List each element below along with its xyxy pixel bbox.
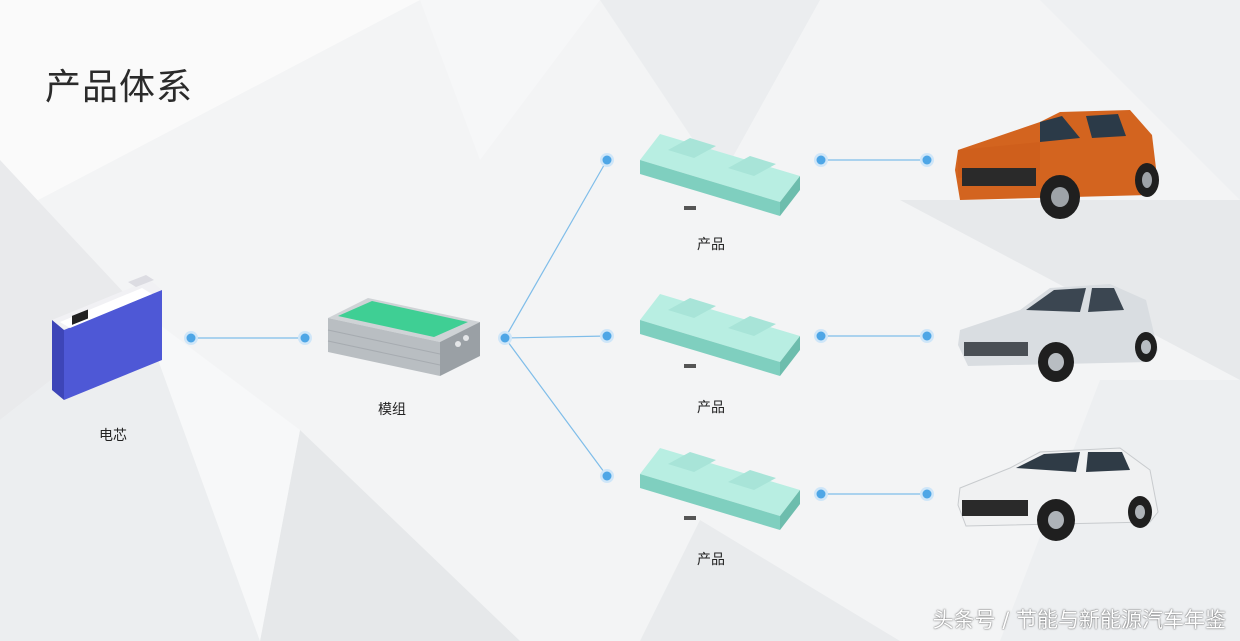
watermark: 头条号 / 节能与新能源汽车年鉴 bbox=[932, 608, 1226, 632]
connector-dots bbox=[184, 153, 934, 501]
connectors bbox=[191, 159, 927, 495]
pack-label-1: 产品 bbox=[697, 237, 725, 253]
connector-dot bbox=[814, 153, 828, 167]
connector-dot bbox=[920, 329, 934, 343]
battery-cell-image bbox=[52, 275, 162, 400]
cell-label: 电芯 bbox=[99, 428, 127, 444]
vehicle-image-2 bbox=[958, 284, 1158, 382]
battery-pack-image-2 bbox=[640, 294, 800, 376]
module-label: 模组 bbox=[378, 402, 406, 418]
pack-label-3: 产品 bbox=[697, 552, 725, 568]
connector-dot bbox=[184, 331, 198, 345]
vehicle-image-1 bbox=[955, 110, 1159, 219]
vehicle-image-3 bbox=[957, 447, 1159, 541]
connector-dot bbox=[298, 331, 312, 345]
connector-module-pack-1 bbox=[504, 159, 608, 339]
battery-pack-image-1 bbox=[640, 134, 800, 216]
battery-module-image bbox=[327, 298, 480, 376]
connector-dot bbox=[814, 329, 828, 343]
connector-dot bbox=[920, 487, 934, 501]
connector-dot bbox=[600, 153, 614, 167]
pack-label-2: 产品 bbox=[697, 400, 725, 416]
connector-dot bbox=[600, 469, 614, 483]
connector-dot bbox=[600, 329, 614, 343]
page-title: 产品体系 bbox=[45, 67, 194, 108]
connector-dot bbox=[920, 153, 934, 167]
connector-dot bbox=[498, 331, 512, 345]
battery-pack-image-3 bbox=[640, 448, 800, 530]
connector-module-pack-2 bbox=[504, 335, 608, 339]
connector-module-pack-3 bbox=[504, 337, 608, 477]
connector-dot bbox=[814, 487, 828, 501]
